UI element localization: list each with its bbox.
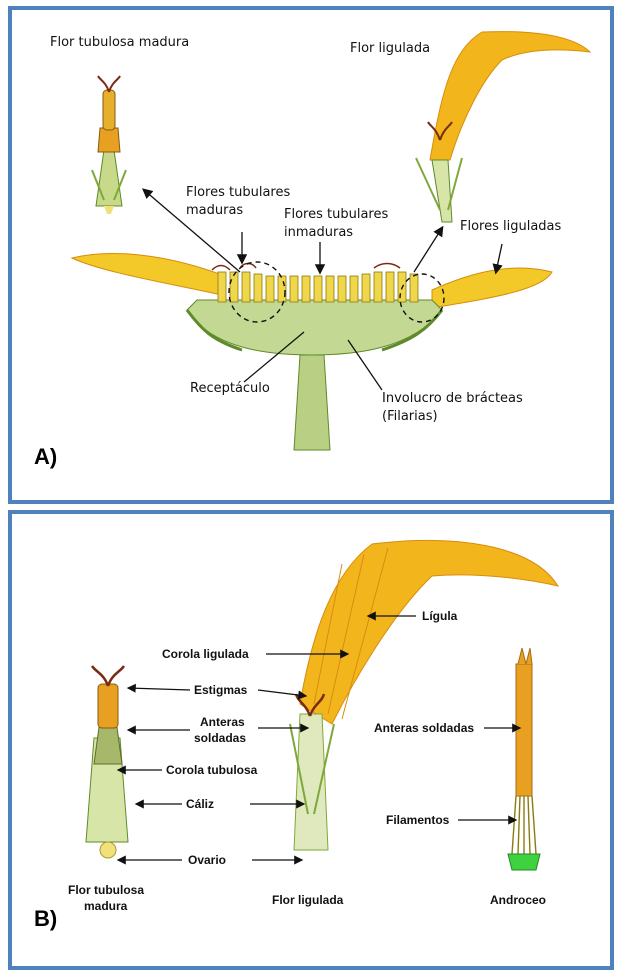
label-flores-tubulares-inmaduras-line2: inmaduras bbox=[284, 225, 353, 240]
label-anteras-soldadas-androceo: Anteras soldadas bbox=[374, 721, 474, 735]
label-estigmas: Estigmas bbox=[194, 683, 248, 697]
label-flores-liguladas: Flores liguladas bbox=[460, 219, 562, 234]
capitulum-section-drawing bbox=[72, 253, 552, 450]
panel-b-illustration: Lígula Corola ligulada Estigmas Anteras … bbox=[12, 514, 610, 966]
caption-androceo: Androceo bbox=[490, 893, 546, 907]
label-involucro-line2: (Filarias) bbox=[382, 409, 438, 424]
label-involucro-line1: Involucro de brácteas bbox=[382, 391, 523, 406]
panel-a: Flor tubulosa madura Flor ligulada Flore… bbox=[8, 6, 614, 504]
panel-a-tag: A) bbox=[34, 444, 57, 469]
label-flores-tubulares-maduras-line1: Flores tubulares bbox=[186, 185, 290, 200]
label-flor-tubulosa-madura: Flor tubulosa madura bbox=[50, 35, 189, 50]
label-ligula: Lígula bbox=[422, 609, 458, 623]
label-corola-ligulada: Corola ligulada bbox=[162, 647, 249, 661]
label-receptaculo: Receptáculo bbox=[190, 381, 270, 396]
androecium-drawing bbox=[508, 648, 540, 870]
label-anteras-soldadas-line1: Anteras bbox=[200, 715, 245, 729]
panel-a-illustration: Flor tubulosa madura Flor ligulada Flore… bbox=[12, 10, 610, 500]
mature-tubular-flower-drawing bbox=[92, 76, 126, 214]
label-corola-tubulosa: Corola tubulosa bbox=[166, 763, 258, 777]
label-flores-tubulares-inmaduras-line1: Flores tubulares bbox=[284, 207, 388, 222]
caption-flor-tubulosa-madura-line2: madura bbox=[84, 899, 128, 913]
tubular-flower-detail-drawing bbox=[86, 666, 128, 858]
label-ovario: Ovario bbox=[188, 853, 226, 867]
panel-b-tag: B) bbox=[34, 906, 57, 931]
panel-b: Lígula Corola ligulada Estigmas Anteras … bbox=[8, 510, 614, 970]
label-flores-tubulares-maduras-line2: maduras bbox=[186, 203, 243, 218]
label-flor-ligulada: Flor ligulada bbox=[350, 41, 430, 56]
label-filamentos: Filamentos bbox=[386, 813, 450, 827]
ligulate-flower-drawing bbox=[416, 32, 590, 222]
caption-flor-tubulosa-madura-line1: Flor tubulosa bbox=[68, 883, 144, 897]
caption-flor-ligulada: Flor ligulada bbox=[272, 893, 344, 907]
label-anteras-soldadas-line2: soldadas bbox=[194, 731, 246, 745]
label-caliz: Cáliz bbox=[186, 797, 214, 811]
